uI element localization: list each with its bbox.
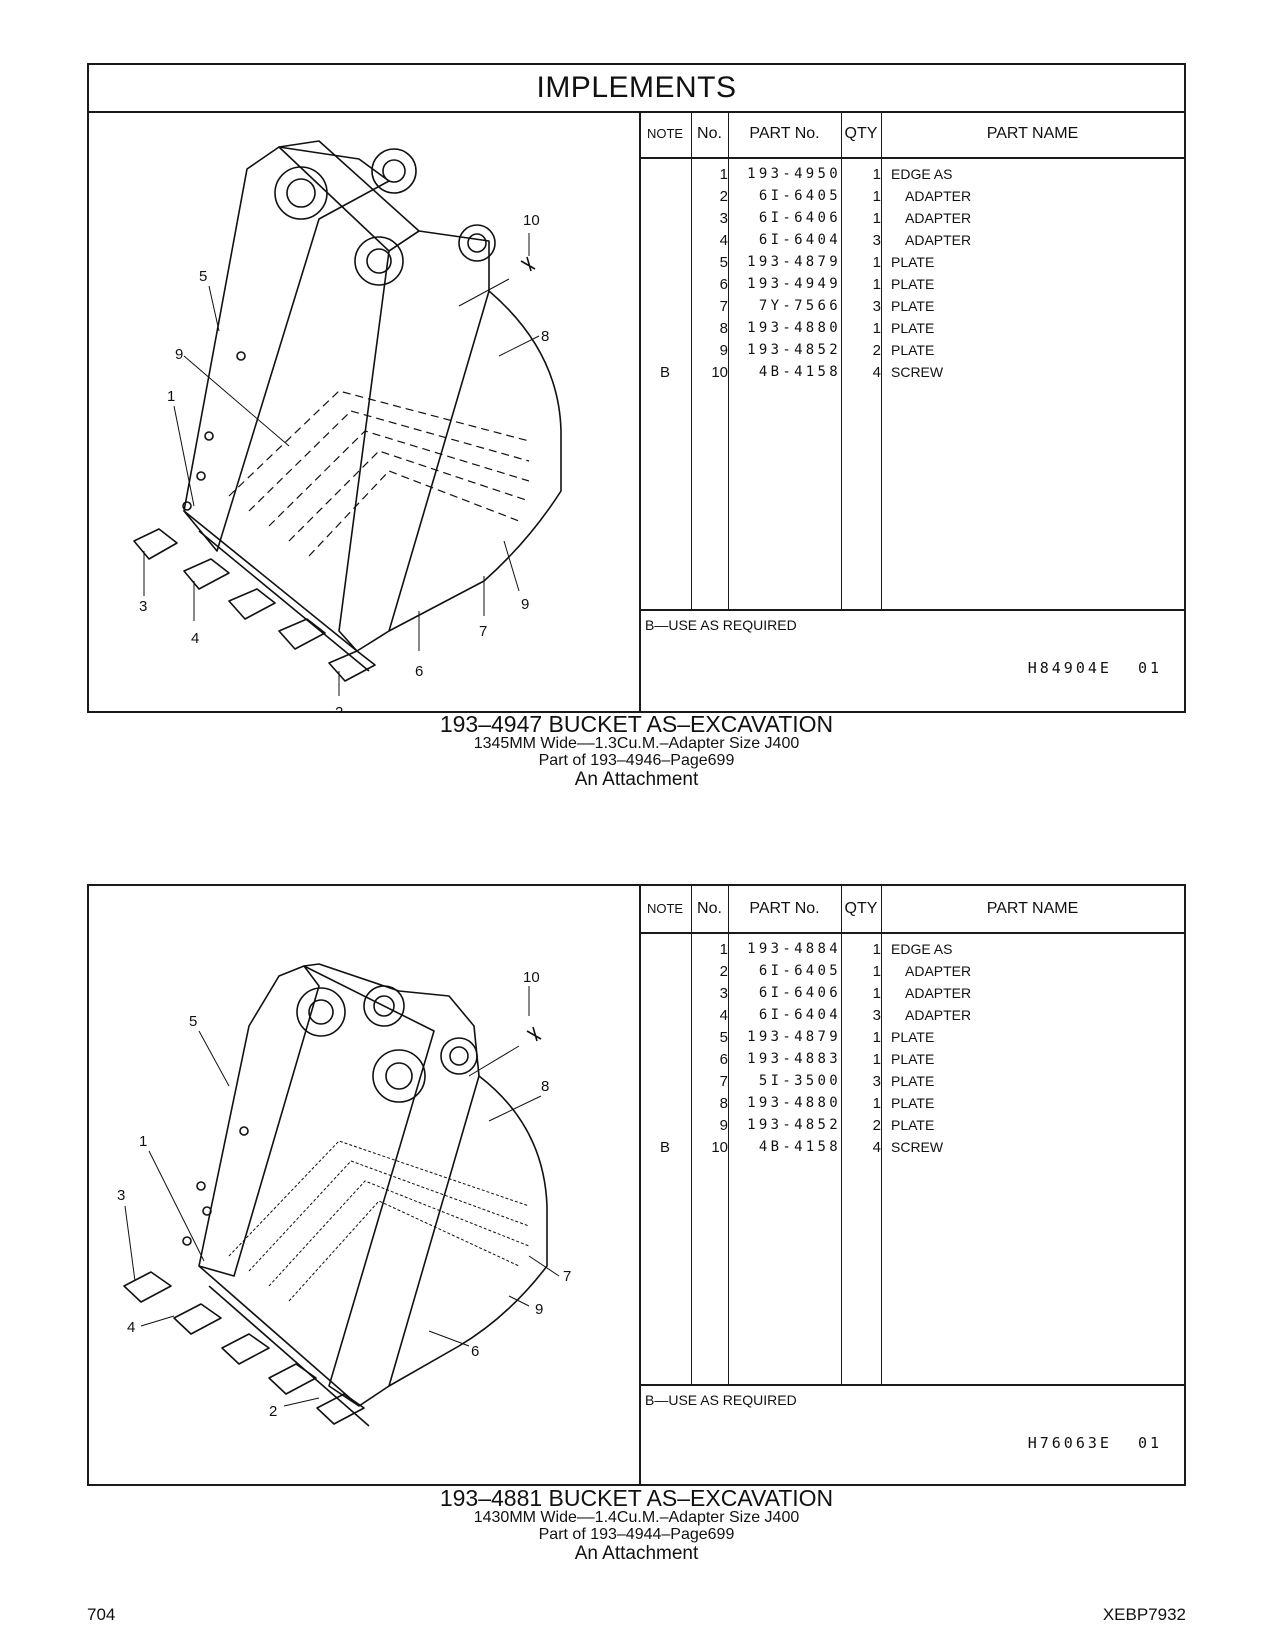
table-header: NOTE No. PART No. QTY PART NAME (639, 886, 1184, 934)
callout-1: 1 (139, 1133, 147, 1150)
footnote: B—USE AS REQUIRED (645, 617, 797, 633)
caption-line: 1430MM Wide––1.4Cu.M.–Adapter Size J400 (473, 1509, 800, 1527)
callout-7: 7 (563, 1268, 571, 1285)
footnote: B—USE AS REQUIRED (645, 1392, 797, 1408)
callout-1: 1 (167, 388, 175, 405)
bucket-drawing-1: 10 5 8 9 1 3 9 4 7 6 2 (133, 140, 562, 713)
section-title: IMPLEMENTS (89, 65, 1184, 113)
callout-8: 8 (541, 1078, 549, 1095)
parts-panel-1: IMPLEMENTS (87, 63, 1186, 713)
parts-panel-2: 10 5 8 1 3 7 9 4 6 2 NOTE No. PART No. Q… (87, 884, 1186, 1486)
caption-line: Part of 193–4946–Page699 (538, 751, 735, 769)
caption-line: 1345MM Wide––1.3Cu.M.–Adapter Size J400 (473, 735, 800, 753)
col-no: No. (697, 125, 722, 142)
caption-line: Part of 193–4944–Page699 (538, 1525, 735, 1543)
col-qty: QTY (844, 900, 878, 917)
caption-title: 193–4947 BUCKET AS–EXCAVATION (439, 711, 834, 737)
col-note: NOTE (646, 126, 684, 141)
callout-10: 10 (523, 212, 540, 229)
callout-5: 5 (199, 268, 207, 285)
caption-1: 193–4947 BUCKET AS–EXCAVATION 1345MM Wid… (0, 712, 1273, 790)
col-part-name: PART NAME (986, 900, 1079, 917)
col-no: No. (697, 900, 722, 917)
caption-line: An Attachment (574, 768, 699, 790)
col-part-name: PART NAME (986, 125, 1079, 142)
col-note: NOTE (646, 901, 684, 916)
callout-4: 4 (191, 630, 199, 647)
callout-9: 9 (175, 346, 183, 363)
callout-10: 10 (523, 969, 540, 986)
callout-2: 2 (335, 704, 343, 713)
bucket-illustration-1: 10 5 8 9 1 3 9 4 7 6 2 (89, 111, 641, 713)
caption-2: 193–4881 BUCKET AS–EXCAVATION 1430MM Wid… (0, 1486, 1273, 1564)
caption-title: 193–4881 BUCKET AS–EXCAVATION (439, 1485, 834, 1511)
callout-3: 3 (117, 1187, 125, 1204)
page-number: 704 (87, 1605, 116, 1624)
callout-5: 5 (189, 1013, 197, 1030)
callout-2: 2 (269, 1403, 277, 1420)
bucket-illustration-2: 10 5 8 1 3 7 9 4 6 2 (89, 886, 641, 1484)
callout-8: 8 (541, 328, 549, 345)
callout-6: 6 (415, 663, 423, 680)
col-part-no: PART No. (749, 125, 820, 142)
callout-6: 6 (471, 1343, 479, 1360)
callout-3: 3 (139, 598, 147, 615)
bucket-drawing-2: 10 5 8 1 3 7 9 4 6 2 (117, 963, 571, 1427)
callout-9: 9 (535, 1301, 543, 1318)
callout-4: 4 (127, 1319, 135, 1336)
callout-9b: 9 (521, 596, 529, 613)
table-header: NOTE No. PART No. QTY PART NAME (639, 111, 1184, 159)
col-part-no: PART No. (749, 900, 820, 917)
caption-line: An Attachment (574, 1542, 699, 1564)
col-qty: QTY (844, 125, 878, 142)
callout-7: 7 (479, 623, 487, 640)
document-code: XEBP7932 (1102, 1605, 1186, 1624)
